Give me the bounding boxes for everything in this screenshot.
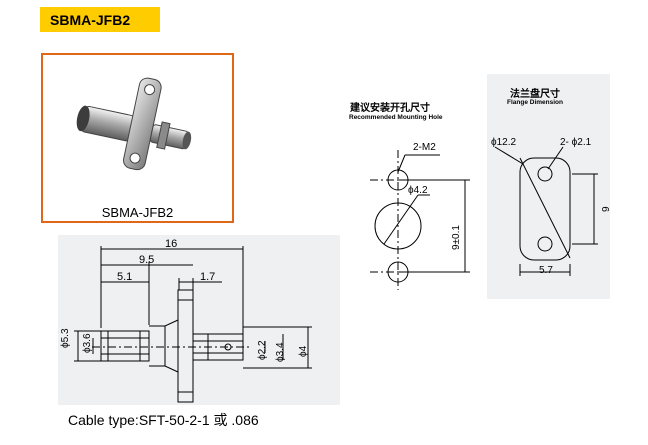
dim-5-1: 5.1: [117, 271, 133, 283]
dia-4: ϕ4: [298, 345, 309, 357]
dim-total: 16: [165, 238, 178, 250]
model-title-tag: SBMA-JFB2: [40, 7, 160, 32]
dia-2-2: ϕ2.2: [257, 340, 268, 360]
dia-3-6: ϕ3.6: [82, 333, 93, 353]
photo-caption: SBMA-JFB2: [101, 205, 174, 220]
dim-1-7: 1.7: [200, 271, 216, 283]
mounting-title-en: Recommended Mounting Hole: [349, 114, 443, 121]
product-photo: [76, 77, 192, 171]
model-title: SBMA-JFB2: [50, 11, 131, 28]
side-view-panel: [58, 235, 340, 405]
mounting-title-cn: 建议安装开孔尺寸: [350, 103, 430, 114]
mounting-spacing: 9±0.1: [451, 225, 462, 250]
flange-holes: 2- ϕ2.1: [560, 137, 592, 148]
flange-title-cn: 法兰盘尺寸: [510, 89, 560, 100]
flange-height: 9: [601, 206, 612, 212]
product-photo-frame: SBMA-JFB2: [41, 53, 234, 223]
flange-dia-body: ϕ12.2: [491, 137, 517, 148]
dia-3-4: ϕ3.4: [275, 342, 286, 362]
flange-title-en: Flange Dimension: [507, 99, 563, 106]
dim-9-5: 9.5: [139, 254, 155, 266]
mounting-thread: 2-M2: [413, 142, 436, 153]
mounting-dia: ϕ4.2: [408, 185, 428, 196]
dia-5-3: ϕ5.3: [60, 328, 71, 348]
flange-panel: [487, 74, 610, 299]
cable-type: Cable type:SFT-50-2-1 或 .086: [68, 412, 259, 428]
flange-width: 5.7: [539, 265, 553, 276]
